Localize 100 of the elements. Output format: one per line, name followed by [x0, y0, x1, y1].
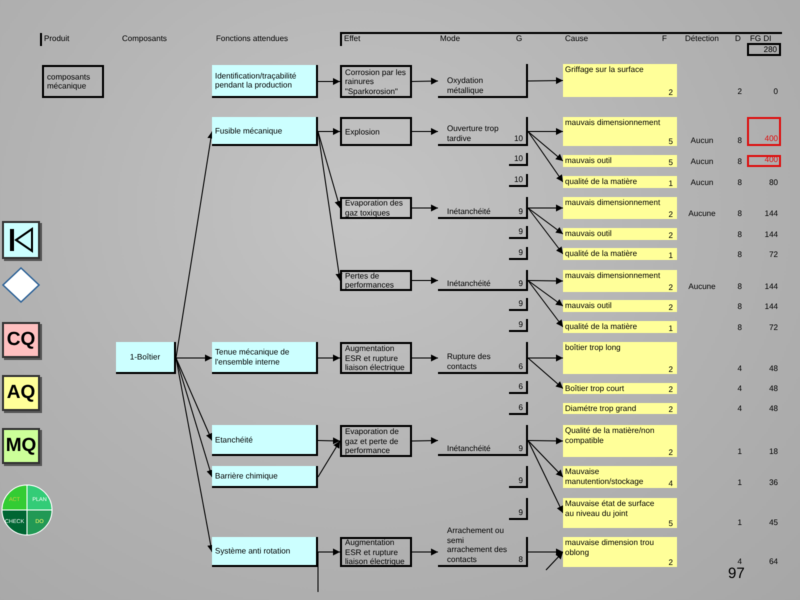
failure-mode-bracket [438, 342, 528, 374]
arrow [412, 548, 438, 556]
function-box [212, 425, 318, 456]
criticality-value: 48 [769, 404, 778, 414]
severity-bracket [509, 381, 528, 394]
cause-box [563, 403, 677, 414]
severity-rating: 6 [518, 382, 523, 391]
occurrence-rating: 5 [668, 136, 673, 146]
occurrence-rating: 2 [668, 88, 673, 97]
cause-box [563, 228, 677, 240]
cause-box [563, 342, 677, 374]
occurrence-rating: 1 [668, 324, 673, 333]
node-text: Corrosion par les rainures "Sparkorosion" [345, 67, 407, 96]
column-header: Effet [344, 34, 360, 44]
function-box [212, 65, 318, 98]
severity-rating: 10 [514, 134, 523, 143]
failure-mode-text: Rupture des contacts [447, 352, 492, 371]
effect-box [340, 197, 412, 219]
cause-box [563, 64, 677, 97]
column-header: Fonctions attendues [216, 34, 288, 44]
severity-bracket [509, 298, 528, 311]
cause-text: mauvais outil [565, 156, 612, 166]
total-value: 280 [747, 43, 781, 56]
criticality-value: 45 [769, 518, 778, 528]
failure-mode-text: Inétanchéité [447, 278, 491, 288]
failure-mode-text: Oxydation métallique [447, 76, 484, 95]
occurrence-rating: 2 [668, 448, 673, 457]
arrow [528, 437, 564, 444]
node-text: composants mécanique [47, 72, 92, 91]
arrow [528, 440, 564, 514]
arrow [528, 358, 564, 389]
arrow [176, 358, 214, 478]
column-header: Cause [565, 34, 588, 44]
severity-rating: 8 [518, 554, 523, 564]
detection-method: Aucun [690, 136, 714, 146]
severity-rating: 9 [518, 444, 523, 453]
cause-box [563, 466, 677, 488]
detection-rating: 8 [738, 323, 742, 333]
cause-box [563, 197, 677, 219]
occurrence-rating: 2 [668, 364, 673, 374]
criticality-value: 400 [747, 117, 781, 146]
occurrence-rating: 2 [668, 282, 673, 292]
severity-rating: 6 [518, 362, 523, 371]
cause-box [563, 248, 677, 260]
function-box [212, 117, 318, 146]
failure-mode-bracket [438, 64, 528, 98]
cause-text: Griffage sur la surface [565, 65, 644, 74]
criticality-value: 36 [769, 478, 778, 488]
cause-text: Boîtier trop court [565, 384, 624, 394]
cause-text: Mauvaise manutention/stockage [565, 467, 644, 486]
criticality-value: 48 [769, 364, 778, 374]
criticality-value: 64 [769, 557, 778, 567]
occurrence-rating: 5 [668, 158, 673, 167]
cause-text: Qualité de la matière/non compatible [565, 426, 656, 445]
arrow [318, 440, 340, 478]
severity-rating: 9 [518, 278, 523, 288]
detection-rating: 8 [738, 136, 742, 146]
cause-box [563, 117, 677, 146]
cause-text: qualité de la matière [565, 177, 638, 186]
cause-box [563, 155, 677, 167]
occurrence-rating: 4 [668, 478, 673, 488]
cause-text: mauvais dimensionnement [565, 198, 660, 208]
node-text: Pertes de performances [345, 271, 395, 290]
arrow [528, 208, 564, 254]
arrow [528, 280, 564, 306]
failure-mode-bracket [438, 270, 528, 291]
function-box [212, 342, 318, 374]
detection-rating: 8 [738, 178, 742, 188]
severity-rating: 9 [518, 206, 523, 216]
node-text: Tenue mécanique de l'ensemble interne [215, 348, 290, 366]
severity-bracket [509, 247, 528, 260]
cause-box [563, 300, 677, 312]
severity-rating: 10 [514, 154, 523, 163]
detection-method: Aucune [687, 282, 717, 292]
arrow [528, 128, 564, 135]
cause-box [563, 321, 677, 333]
criticality-value: 144 [764, 209, 778, 219]
cause-text: Diamétre trop grand [565, 404, 636, 414]
node-text: Augmentation ESR et rupture liaison électrique [345, 538, 406, 566]
occurrence-rating: 2 [668, 302, 673, 312]
cause-text: qualité de la matière [565, 249, 638, 258]
nav-button: MQ [2, 428, 40, 464]
column-header: Mode [440, 34, 460, 44]
effect-box [340, 117, 412, 146]
arrow [318, 548, 340, 556]
detection-rating: 4 [738, 404, 742, 414]
failure-mode-text: Inétanchéité [447, 444, 491, 453]
criticality-value: 48 [769, 384, 778, 394]
node-text: Barrière chimique [215, 471, 279, 481]
nav-button: AQ [2, 375, 40, 411]
criticality-value: 18 [769, 447, 778, 457]
failure-mode-text: Arrachement ou semi arrachement des contacts [447, 526, 508, 564]
detection-rating: 1 [738, 478, 742, 488]
column-header: FG DI [750, 34, 772, 44]
detection-rating: 1 [738, 447, 742, 457]
failure-mode-text: Inétanchéité [447, 206, 491, 216]
function-box [212, 466, 318, 488]
page-number: 97 [728, 566, 745, 582]
arrow [318, 128, 340, 135]
detection-rating: 2 [738, 87, 742, 97]
